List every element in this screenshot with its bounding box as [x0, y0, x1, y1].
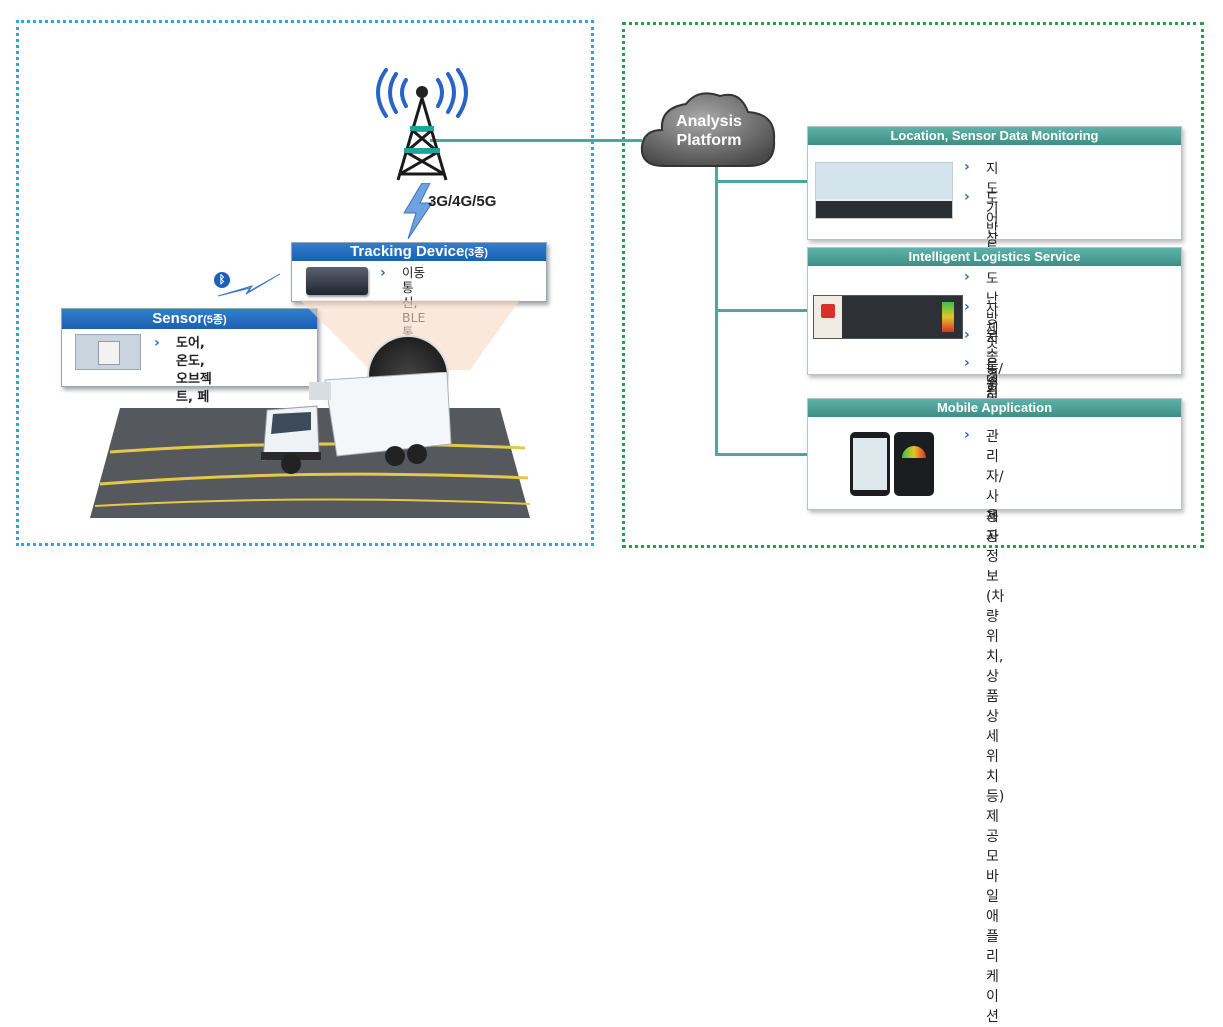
panel-mobile-app: Mobile Application › 관리자/사용자 정보 (차량 위치, …: [807, 398, 1182, 1025]
network-label: 3G/4G/5G: [428, 193, 497, 210]
sensor-count: (5종): [203, 314, 227, 326]
tracking-device-header: Tracking Device(3종): [292, 243, 546, 261]
phone-map-image: [850, 432, 890, 496]
panel-location-monitoring: Location, Sensor Data Monitoring › 지도 기반…: [807, 126, 1182, 507]
panel-logistics-item-1-text: 도난 방지: [986, 271, 999, 347]
branch-line-1: [715, 180, 807, 183]
tracking-device-card: Tracking Device(3종) › 이동통신, BLE 통신, GPS …: [291, 242, 547, 400]
tower-icon: [376, 68, 468, 181]
tracking-device-image: [306, 267, 368, 295]
chevron-right-icon: ›: [964, 327, 970, 343]
chevron-right-icon: ›: [380, 265, 386, 281]
alert-thumbnail: [814, 296, 842, 338]
chevron-right-icon: ›: [964, 355, 970, 371]
panel-logistics-service-title: Intelligent Logistics Service: [808, 248, 1181, 266]
panel-logistics-service: Intelligent Logistics Service › 도난 방지 › …: [807, 247, 1182, 545]
lightning-icon: [403, 183, 433, 239]
dashboard-strip: [816, 201, 952, 218]
tracking-device-title: Tracking Device: [350, 243, 465, 260]
map-area: [816, 163, 952, 199]
cloud-icon: [640, 92, 776, 167]
chevron-right-icon: ›: [964, 189, 970, 205]
branch-line-3: [715, 453, 807, 456]
cloud-label: Analysis Platform: [636, 112, 782, 150]
cloud-label-line1: Analysis: [676, 113, 742, 130]
chevron-right-icon: ›: [964, 299, 970, 315]
truck-icon: [261, 372, 452, 474]
platform-side-frame: [622, 22, 1204, 548]
panel-location-monitoring-title: Location, Sensor Data Monitoring: [808, 127, 1181, 145]
tracking-device-count: (3종): [464, 247, 488, 259]
chevron-right-icon: ›: [154, 335, 160, 351]
cloud-label-line2: Platform: [676, 132, 742, 149]
logistics-dashboard-image: [813, 295, 963, 339]
warning-icon: [821, 304, 835, 318]
device-side-frame: [16, 20, 594, 546]
chevron-right-icon: ›: [964, 427, 970, 443]
status-bar: [942, 302, 954, 332]
chevron-right-icon: ›: [964, 269, 970, 285]
map-dashboard-image: [815, 162, 953, 219]
lightning-icon: [218, 273, 281, 297]
tower-to-cloud-line: [430, 139, 642, 142]
sensor-box-icon: [98, 341, 120, 365]
sensor-card: Sensor(5종) › 도어,온도, 오브젝트, 페 이로드, TPMS: [61, 308, 318, 459]
chevron-right-icon: ›: [964, 159, 970, 175]
sensor-title: Sensor: [152, 310, 204, 327]
sensor-image: [75, 334, 141, 370]
panel-mobile-app-title: Mobile Application: [808, 399, 1181, 417]
phone-gauge-image: [894, 432, 934, 496]
panel-mobile-item-1-text: 관리자/사용자 정보 (차량 위치, 상품 상세 위치 등) 제공 모바일 애플…: [986, 429, 1005, 1025]
phone-map-screen: [853, 438, 887, 490]
trunk-line: [715, 150, 718, 455]
signal-wave-icon: [376, 68, 468, 118]
sensor-header: Sensor(5종): [62, 309, 317, 329]
branch-line-2: [715, 309, 807, 312]
gauge-icon: [902, 446, 926, 458]
bluetooth-icon: ᛒ: [214, 272, 230, 288]
